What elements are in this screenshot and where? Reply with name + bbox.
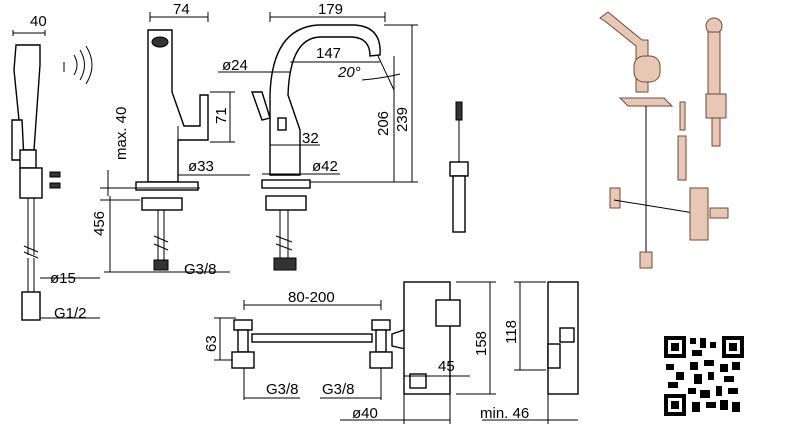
dim-tail-thread: G3/8 — [184, 261, 217, 278]
dim-max-thickness: max. 40 — [113, 107, 130, 160]
dim-total-height: 239 — [394, 107, 411, 132]
dim-base-diameter: ø42 — [312, 158, 338, 175]
dim-box-offset: 45 — [438, 358, 455, 375]
faucet-side-view: 74 max. 40 71 ø33 456 G3/8 — [91, 1, 250, 278]
dim-mixer-height: 63 — [203, 335, 220, 352]
dim-lever-height: 71 — [213, 107, 230, 124]
dim-pipe-diameter: ø40 — [352, 405, 378, 422]
dim-side-width: 40 — [30, 13, 47, 30]
product-render — [599, 11, 729, 269]
dim-spout-height: 206 — [375, 111, 392, 136]
dim-min-depth: min. 46 — [480, 405, 529, 422]
sensor-cartridge — [449, 101, 469, 233]
side-view-drawing: 40 ø15 G1/2 — [11, 13, 100, 322]
faucet-front-view: 179 147 ø24 20° 206 239 32 ø42 — [218, 1, 418, 271]
dim-side-thread: G1/2 — [54, 305, 87, 322]
dim-body-diameter: ø33 — [188, 158, 214, 175]
dim-right-thread: G3/8 — [322, 381, 355, 398]
mixer-drawing: 80-200 63 158 45 G3/8 G3/8 — [203, 281, 579, 424]
dim-spout-reach: 74 — [173, 1, 190, 18]
qr-code-icon — [664, 336, 744, 416]
dim-swivel-angle: 20° — [337, 64, 361, 81]
dim-left-thread: G3/8 — [266, 381, 299, 398]
dim-outlet-diameter: ø24 — [222, 57, 248, 74]
dim-pipe-length: 456 — [91, 211, 108, 236]
dim-outlet-offset: 32 — [302, 130, 319, 147]
dim-side-diameter: ø15 — [50, 270, 76, 287]
dim-box-height: 158 — [473, 331, 490, 356]
dim-outlet-reach: 147 — [316, 45, 341, 62]
dim-total-width: 179 — [318, 1, 343, 18]
dim-box-depth: 118 — [503, 320, 520, 344]
dim-mixer-width: 80-200 — [288, 289, 335, 306]
